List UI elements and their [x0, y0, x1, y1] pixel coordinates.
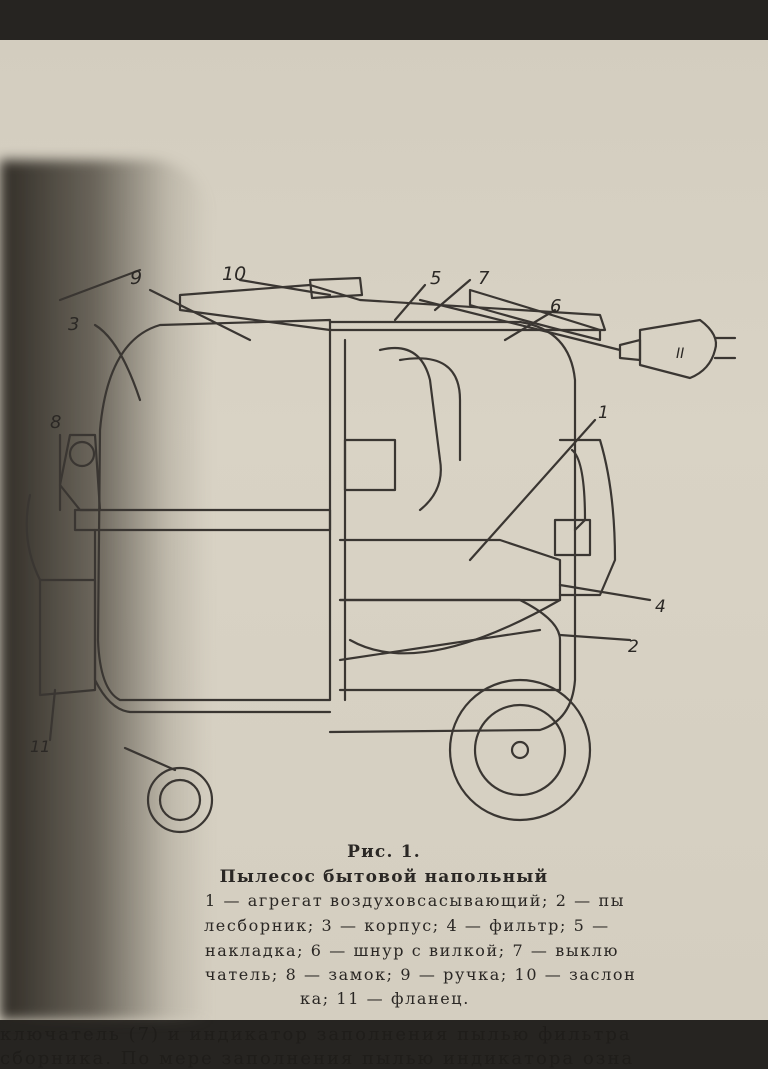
legend-line: ка; 11 — фланец.: [300, 989, 470, 1008]
legend-line: накладка; 6 — шнур с вилкой; 7 — выклю: [205, 941, 620, 960]
callout-label: 11: [30, 737, 50, 756]
callout-label: 3: [68, 314, 79, 335]
top-lid: [178, 283, 607, 332]
body-text-line: сборника. По мере заполнения пылью индик…: [0, 1048, 635, 1069]
body-right-outline: [328, 320, 577, 734]
motor-coils: [378, 346, 442, 512]
callout-label: 5: [430, 268, 441, 289]
body-text-line: ключатель (7) и индикатор заполнения пыл…: [0, 1024, 632, 1045]
callout-label: 2: [628, 637, 639, 657]
plug-mark: II: [676, 346, 684, 362]
legend-line: лесборник; 3 — корпус; 4 — фильтр; 5 —: [204, 916, 610, 935]
vacuum-cleaner-diagram: 1 2 3 4 5 6 7 8 9 10 11 II: [25, 263, 737, 834]
callout-label: 4: [655, 597, 666, 617]
middle-band: [73, 508, 332, 532]
legend-line: 1 — агрегат воздуховсасывающий; 2 — пы: [205, 891, 626, 910]
rear-wheel: [146, 766, 214, 834]
callout-label: 10: [222, 263, 246, 285]
callout-label: 6: [550, 296, 561, 317]
figure-number: Рис. 1.: [347, 842, 421, 862]
body-outline: [96, 318, 332, 702]
figure-title: Пылесос бытовой напольный: [219, 867, 549, 887]
callout-label: 7: [478, 268, 490, 289]
lock-knob: [68, 440, 96, 468]
motor-block: [343, 438, 397, 492]
front-wheel: [448, 678, 592, 822]
power-cord: [418, 298, 622, 352]
callout-label: 8: [50, 412, 61, 433]
callout-label: 1: [598, 403, 609, 423]
flange-part: [38, 578, 97, 697]
callout-label: 9: [130, 267, 142, 289]
book-page: 1 2 3 4 5 6 7 8 9 10 11 II Рис. 1. Пылес…: [0, 40, 768, 1069]
lock-part: [58, 433, 102, 512]
power-plug: [638, 318, 718, 380]
side-housing: [558, 438, 617, 597]
lower-body: [93, 528, 332, 714]
legend-line: чатель; 8 — замок; 9 — ручка; 10 — засло…: [205, 965, 637, 984]
